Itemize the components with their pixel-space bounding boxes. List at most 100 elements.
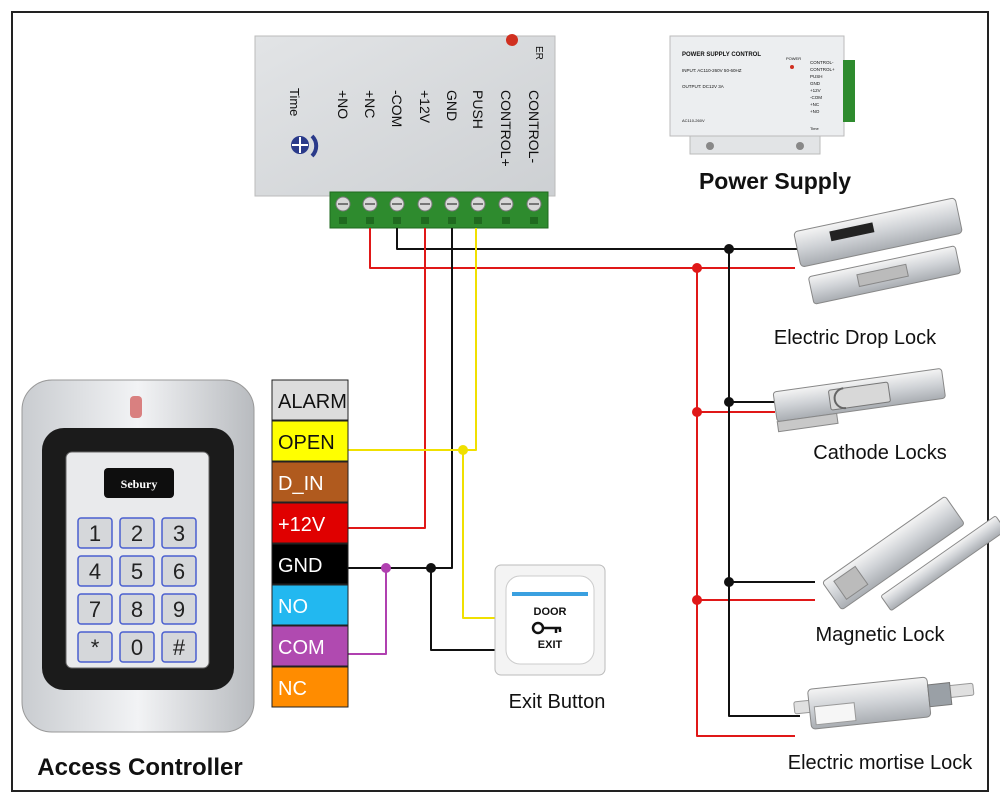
key-text-5: 5 — [131, 559, 143, 584]
psu-bottom-label: AC110-260V — [682, 118, 705, 123]
time-label: Time — [287, 88, 302, 116]
key-#: # — [161, 631, 197, 663]
psu-term-3: GND — [810, 81, 821, 86]
controller-terminal-block: ALARM OPEN D_IN +12V GND NO COM NC — [271, 379, 349, 708]
key-text-7: 7 — [89, 597, 101, 622]
screw-6 — [498, 196, 514, 224]
wires — [348, 228, 815, 737]
key-3: 3 — [161, 517, 197, 549]
screw-3 — [417, 196, 433, 224]
power-unit-top-label: ER — [533, 46, 544, 60]
key-text-2: 2 — [131, 521, 143, 546]
key-text-*: * — [91, 635, 100, 660]
wire-gnd — [348, 228, 453, 569]
key-text-3: 3 — [173, 521, 185, 546]
psu-term-0: CONTROL- — [810, 60, 834, 65]
power-supply-label: Power Supply — [699, 168, 851, 194]
wire-exit-yellow — [462, 450, 495, 619]
mortise-lock-label: Electric mortise Lock — [788, 752, 973, 774]
brand-plate — [104, 468, 174, 498]
terminal-name-4: GND — [278, 555, 322, 577]
psu-power-label: POWER — [786, 56, 801, 61]
terminal-com: COM — [271, 625, 349, 667]
wire-push-open — [348, 228, 477, 451]
terminal-name-5: NO — [278, 596, 308, 618]
psu-term-1: CONTROL+ — [810, 67, 835, 72]
key-text-1: 1 — [89, 521, 101, 546]
psu-input: INPUT: AC110-260V 50-60HZ — [682, 68, 742, 73]
psu-term-2: PUSH — [810, 74, 823, 79]
key-5: 5 — [119, 555, 155, 587]
key-8: 8 — [119, 593, 155, 625]
terminal-name-6: COM — [278, 637, 325, 659]
frame — [11, 11, 989, 792]
screw-0 — [335, 196, 351, 224]
key-text-#: # — [173, 635, 186, 660]
exit-door-text: DOOR — [534, 606, 567, 618]
wire-junctions — [381, 244, 734, 605]
drop-lock-label: Electric Drop Lock — [774, 327, 937, 349]
key-text-0: 0 — [131, 635, 143, 660]
psu-time-label: Time — [810, 126, 820, 131]
terminal-label-0: +NO — [335, 90, 351, 119]
terminal-name-2: D_IN — [278, 473, 324, 495]
power-led — [506, 34, 518, 46]
key-text-8: 8 — [131, 597, 143, 622]
key-2: 2 — [119, 517, 155, 549]
black-bus — [728, 249, 800, 717]
terminal-no: NO — [271, 584, 349, 626]
red-bus — [696, 268, 795, 737]
power-supply-photo: POWER SUPPLY CONTROL POWER INPUT: AC110-… — [669, 35, 855, 155]
screw-7 — [526, 196, 542, 224]
electric-drop-lock — [793, 197, 963, 305]
power-unit-body — [254, 35, 556, 197]
wire-com-black — [396, 228, 800, 250]
exit-exit-text: EXIT — [538, 639, 563, 651]
psu-term-4: +12V — [810, 88, 821, 93]
key-0: 0 — [119, 631, 155, 663]
screw-1 — [362, 196, 378, 224]
cathode-lock — [772, 368, 946, 433]
key-4: 4 — [77, 555, 113, 587]
time-adjust-icon — [291, 134, 319, 158]
psu-output: OUTPUT: DC12V 3A — [682, 84, 724, 89]
terminal-label-4: GND — [444, 90, 460, 121]
terminal-12v: +12V — [271, 502, 349, 544]
wire-12v — [348, 228, 426, 529]
screw-4 — [444, 196, 460, 224]
psu-term-6: +NC — [810, 102, 820, 107]
key-text-6: 6 — [173, 559, 185, 584]
controller-led — [130, 396, 142, 418]
key-1: 1 — [77, 517, 113, 549]
terminal-screws — [335, 196, 542, 224]
terminal-label-6: CONTROL+ — [498, 90, 514, 167]
terminal-label-5: PUSH — [470, 90, 486, 129]
terminal-open: OPEN — [271, 420, 349, 462]
psu-term-5: -COM — [810, 95, 822, 100]
terminal-label-3: +12V — [417, 90, 433, 124]
wire-nc-red — [369, 228, 795, 269]
black-taps — [729, 401, 815, 583]
psu-header: POWER SUPPLY CONTROL — [682, 52, 761, 58]
screw-2 — [389, 196, 405, 224]
terminal-label-2: -COM — [389, 90, 405, 127]
access-controller-label: Access Controller — [37, 754, 242, 781]
magnetic-lock — [822, 496, 1000, 611]
terminal-din: D_IN — [271, 461, 349, 503]
terminal-name-7: NC — [278, 678, 307, 700]
key-9: 9 — [161, 593, 197, 625]
terminal-name-1: OPEN — [278, 432, 335, 454]
terminal-alarm: ALARM — [271, 379, 349, 421]
terminal-strip — [329, 191, 549, 229]
terminal-name-3: +12V — [278, 514, 326, 536]
terminal-name-0: ALARM — [278, 391, 347, 413]
exit-button: DOOR EXIT — [494, 564, 606, 676]
key-7: 7 — [77, 593, 113, 625]
